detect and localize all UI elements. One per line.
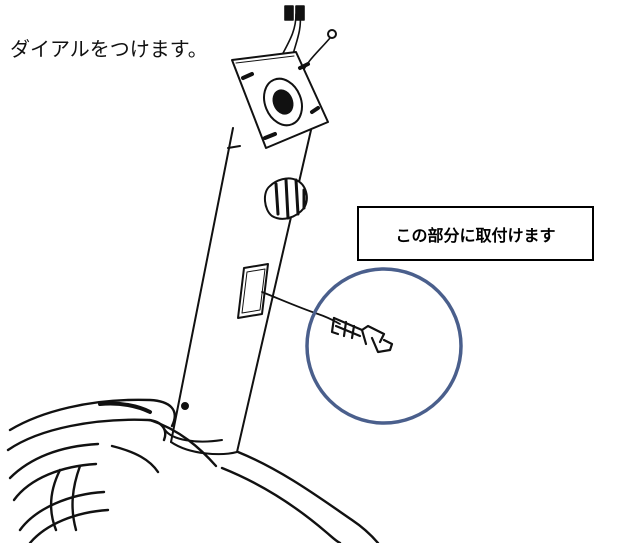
tube-opening bbox=[237, 263, 269, 319]
mounting-plate bbox=[231, 51, 329, 149]
callout-label: この部分に取付けます bbox=[395, 225, 556, 245]
callout-box: この部分に取付けます bbox=[357, 206, 594, 261]
highlight-circle bbox=[305, 267, 463, 425]
tension-knob bbox=[264, 177, 308, 220]
seat-post-tube bbox=[164, 127, 312, 456]
frame-cover bbox=[6, 398, 380, 543]
sensor-cable bbox=[261, 291, 341, 325]
mounting-bracket bbox=[330, 316, 394, 354]
instruction-caption: ダイアルをつけます。 bbox=[10, 37, 208, 61]
